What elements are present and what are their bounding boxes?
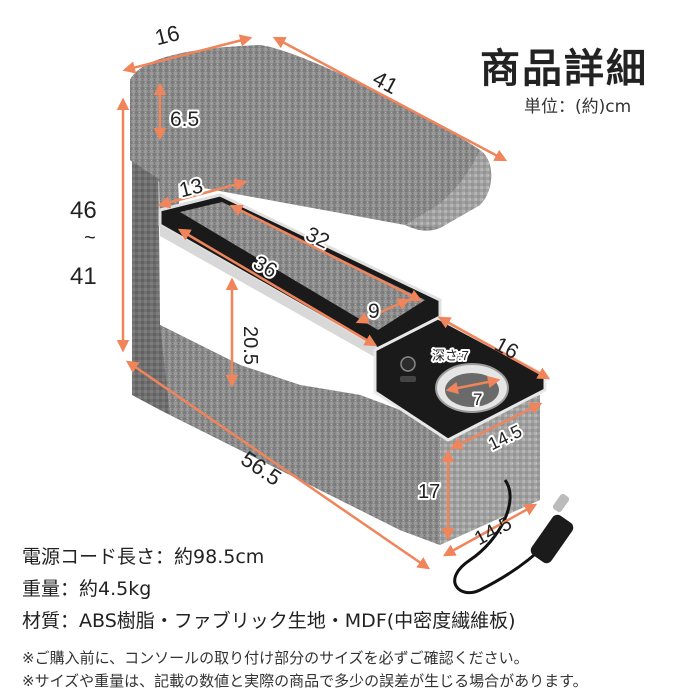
arrow-compartment-width (355, 298, 411, 324)
arrow-cup-diameter (445, 375, 501, 395)
dim-compartment-width: 9 (368, 300, 380, 323)
plug-tip (552, 493, 570, 513)
arrow-front-depth (449, 402, 543, 450)
spec-separator: ： (60, 578, 80, 600)
dim-height-sep: ~ (84, 227, 96, 249)
dim-compartment-depth: 20.5 (239, 326, 261, 365)
spec-row-material: 材質：ABS樹脂・ファブリック生地・MDF(中密度繊維板) (22, 606, 516, 633)
spec-value: 約4.5kg (79, 578, 152, 600)
spec-label: 重量 (22, 578, 61, 600)
spec-separator: ： (155, 546, 175, 568)
unit-label: 単位：(約)cm (524, 97, 632, 117)
arrow-front-width (437, 316, 551, 380)
arrow-compartment-length (177, 228, 378, 347)
dim-cushion-height: 6.5 (170, 108, 199, 131)
dim-cup-diameter: 7 (473, 390, 482, 409)
dim-height-min: 41 (70, 263, 97, 290)
dimension-arrows (116, 34, 551, 570)
dim-top-width: 16 (152, 20, 182, 50)
spec-separator: ： (60, 610, 80, 632)
arrow-bottom-length (125, 360, 431, 570)
spec-row-cord: 電源コード長さ：約98.5cm (22, 542, 264, 569)
spec-label: 材質 (22, 610, 61, 632)
armrest-cushion-front (405, 150, 492, 228)
spec-value: ABS樹脂・ファブリック生地・MDF(中密度繊維板) (79, 610, 516, 632)
page-title: 商品詳細 (480, 46, 648, 92)
spec-value: 約98.5cm (174, 546, 265, 568)
dim-front-height: 17 (418, 481, 440, 503)
car-plug (530, 514, 574, 564)
spec-label: 電源コード長さ (22, 546, 156, 568)
dim-cup-depth: 深さ:7 (432, 348, 469, 363)
arrow-top-width (122, 34, 253, 74)
note-check-size: ※ご購入前に、コンソールの取り付け部分のサイズを必ずご確認ください。 (22, 649, 529, 667)
note-tolerance: ※サイズや重量は、記載の数値と実際の商品で多少の誤差が生じる場合があります。 (22, 672, 588, 690)
arrow-length (272, 36, 508, 162)
arrow-base-depth (442, 503, 538, 557)
spec-row-weight: 重量：約4.5kg (22, 574, 151, 601)
usb-port-icon (400, 376, 416, 382)
arrow-tray-width (157, 178, 248, 209)
power-button-icon (400, 356, 416, 372)
dim-height-max: 46 (70, 197, 97, 224)
